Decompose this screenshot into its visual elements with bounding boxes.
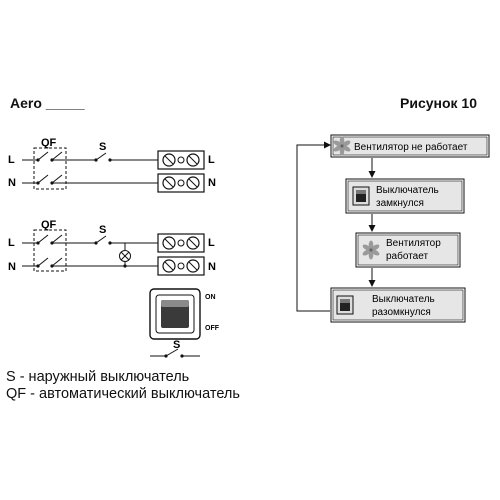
- line-label-left: L: [8, 237, 15, 249]
- switch-label: S: [99, 224, 106, 236]
- wiring-diagram-1: QF L N S L N: [8, 137, 216, 193]
- model-title: Aero _____: [10, 95, 85, 111]
- terminal-block: [157, 173, 205, 193]
- lamp-icon: [119, 250, 131, 262]
- neutral-label-left: N: [8, 261, 16, 273]
- legend-s: S - наружный выключатель: [6, 369, 190, 385]
- neutral-label-right: N: [208, 177, 216, 189]
- flow-step-1: Вентилятор не работает: [330, 134, 490, 158]
- flow-step-text: Вентилятор: [386, 238, 441, 249]
- switch-off-label: OFF: [205, 325, 220, 332]
- breaker-box: [33, 229, 67, 272]
- loop-arrow: [296, 141, 331, 312]
- line-label-left: L: [8, 154, 15, 166]
- flow-step-3: Вентилятор работает: [355, 232, 461, 268]
- terminal-block: [157, 256, 205, 276]
- flowchart: Вентилятор не работает Выключатель замкн…: [296, 134, 490, 323]
- line-label-right: L: [208, 154, 215, 166]
- switch-icon: [352, 186, 370, 206]
- rocker-switch: ON OFF: [149, 288, 220, 340]
- breaker-box: [33, 147, 67, 190]
- flow-step-text: Выключатель: [372, 294, 435, 305]
- flow-step-2: Выключатель замкнулся: [345, 178, 465, 214]
- neutral-label-left: N: [8, 177, 16, 189]
- switch-symbol-label: S: [173, 339, 180, 351]
- figure-title: Рисунок 10: [400, 95, 477, 111]
- terminal-block: [157, 233, 205, 253]
- flow-step-text: Выключатель: [376, 185, 439, 196]
- flow-step-text: разомкнулся: [372, 307, 431, 318]
- flow-step-4: Выключатель разомкнулся: [330, 287, 466, 323]
- qf-label: QF: [41, 137, 57, 149]
- switch-symbol: S: [150, 339, 200, 358]
- switch-label: S: [99, 141, 106, 153]
- switch-on-label: ON: [205, 294, 216, 301]
- flow-step-text: работает: [386, 250, 428, 262]
- line-label-right: L: [208, 237, 215, 249]
- wiring-diagram-2: QF L N S L N: [8, 219, 216, 276]
- terminal-block: [157, 150, 205, 170]
- flow-step-text: замкнулся: [376, 198, 424, 209]
- flow-step-text: Вентилятор не работает: [354, 141, 468, 153]
- neutral-label-right: N: [208, 261, 216, 273]
- legend-qf: QF - автоматический выключатель: [6, 386, 240, 402]
- switch-icon: [336, 295, 354, 315]
- qf-label: QF: [41, 219, 57, 231]
